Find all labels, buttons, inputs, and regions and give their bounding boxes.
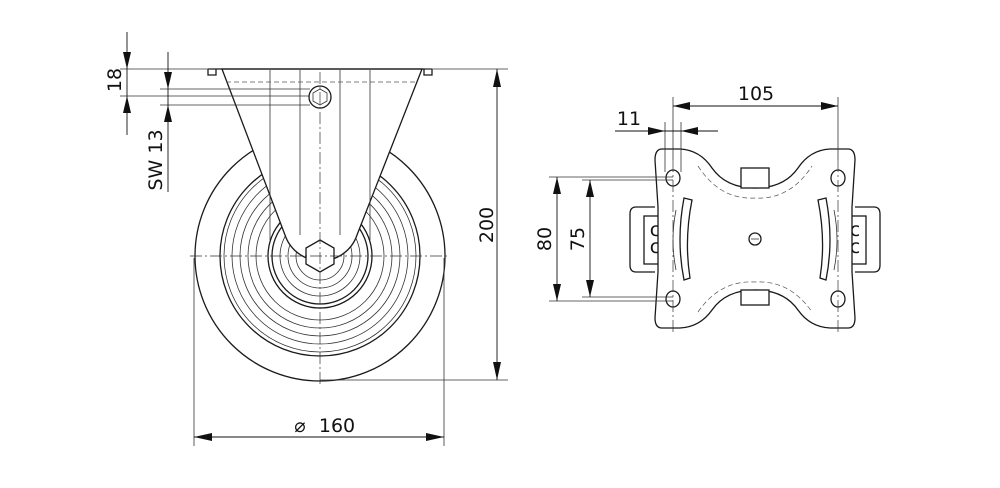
plate-view: c c c c xyxy=(534,83,881,335)
dimension-hole-spacing-y-outer: 80 xyxy=(534,176,673,302)
dim-75-label: 75 xyxy=(567,227,589,251)
dimension-hole-spacing-y-inner: 75 xyxy=(567,179,673,298)
dimension-diameter: ⌀ 160 xyxy=(193,258,445,446)
dim-diameter-label: 160 xyxy=(319,415,355,437)
dimension-plate: 18 xyxy=(104,32,310,135)
svg-text:c: c xyxy=(850,219,860,241)
center-rivet-icon xyxy=(748,232,762,246)
dimension-hole-diameter: 11 xyxy=(615,108,718,172)
dim-plate-label: 18 xyxy=(104,68,126,92)
dimension-height: 200 xyxy=(320,68,508,381)
svg-text:c: c xyxy=(650,236,660,258)
dim-wrench-label: SW 13 xyxy=(145,129,167,190)
dimension-hole-spacing-x: 105 xyxy=(672,83,839,160)
dim-105-label: 105 xyxy=(738,83,774,105)
front-view: 200 ⌀ 160 18 SW 13 xyxy=(104,32,508,446)
svg-text:c: c xyxy=(650,219,660,241)
dim-height-label: 200 xyxy=(476,207,498,243)
dim-diameter-symbol: ⌀ xyxy=(294,415,305,437)
svg-text:c: c xyxy=(850,236,860,258)
dim-11-label: 11 xyxy=(617,108,641,130)
dimension-wrench: SW 13 xyxy=(145,52,310,192)
dim-80-label: 80 xyxy=(534,227,556,251)
